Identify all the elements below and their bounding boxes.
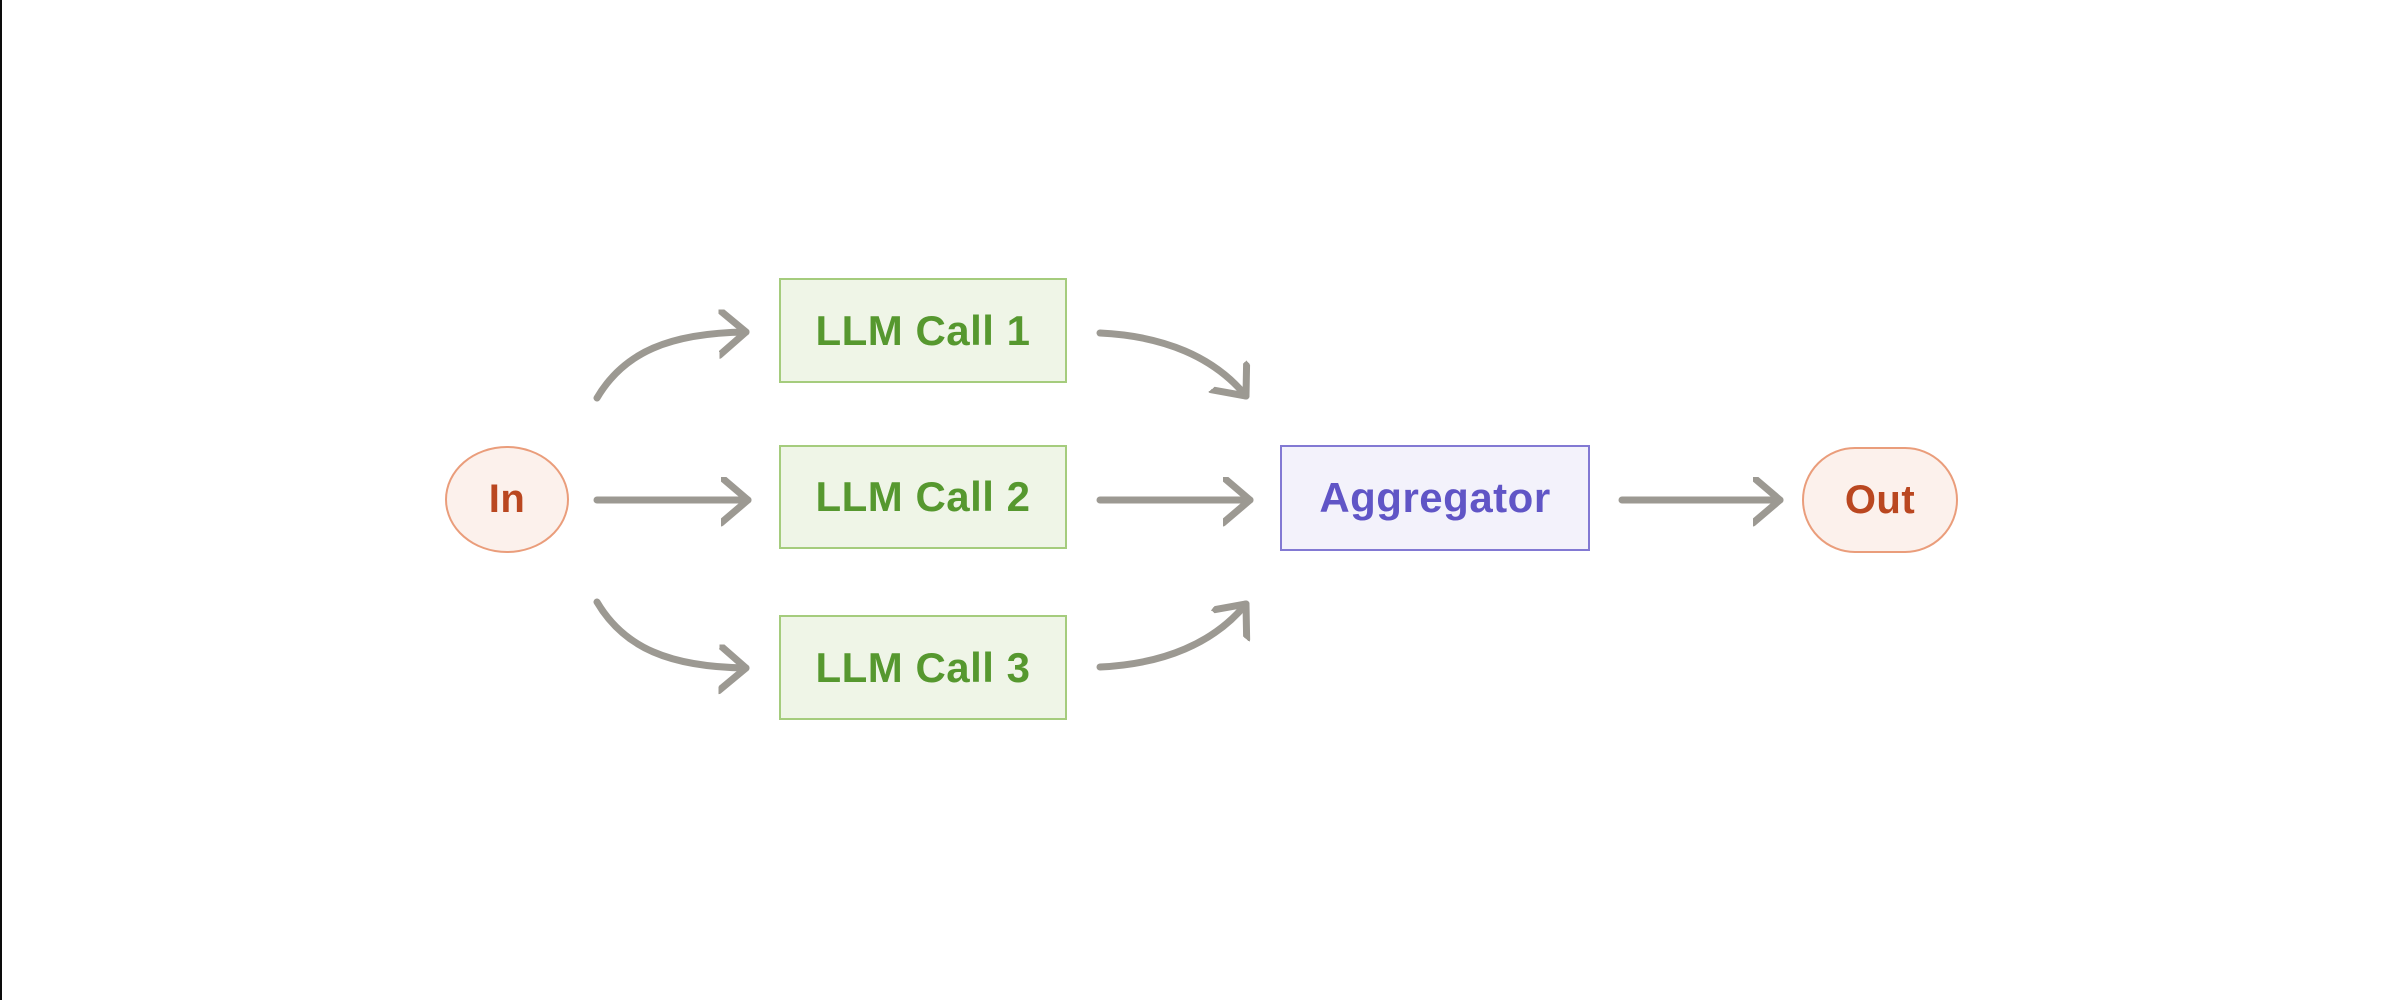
arrow-llm-call-1-to-aggregator	[1096, 329, 1246, 400]
arrow-in-to-llm-call-1	[593, 332, 750, 402]
node-llm-call-3-label: LLM Call 3	[815, 643, 1031, 691]
node-aggregator: Aggregator	[1280, 445, 1590, 551]
arrow-llm-call-3-to-aggregator	[1096, 600, 1246, 671]
node-llm-call-1-label: LLM Call 1	[815, 306, 1031, 354]
node-out: Out	[1802, 447, 1958, 553]
node-out-label: Out	[1844, 477, 1916, 522]
node-in: In	[445, 446, 569, 553]
node-aggregator-label: Aggregator	[1319, 474, 1551, 521]
screenshot-left-edge-line	[0, 0, 2, 1000]
node-in-label: In	[488, 477, 526, 521]
node-llm-call-2-label: LLM Call 2	[815, 473, 1031, 520]
arrow-in-to-llm-call-3	[593, 598, 750, 668]
node-llm-call-1: LLM Call 1	[779, 278, 1067, 383]
node-llm-call-2: LLM Call 2	[779, 445, 1067, 549]
node-llm-call-3: LLM Call 3	[779, 615, 1067, 720]
